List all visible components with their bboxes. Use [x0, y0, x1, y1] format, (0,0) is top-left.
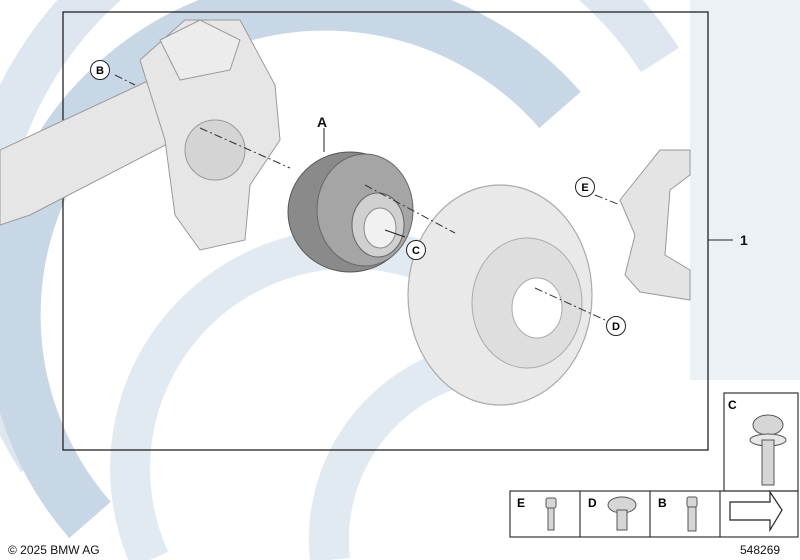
parts-legend: [509, 392, 799, 538]
legend-screw-e-icon: [545, 497, 557, 531]
legend-hub-bolt-icon: [749, 414, 787, 486]
legend-screw-b-icon: [686, 496, 698, 532]
callout-assembly-number: 1: [740, 232, 748, 248]
callout-hub: A: [317, 114, 328, 130]
callout-caliper-carrier: E: [575, 177, 595, 197]
callout-hub-bolt: C: [406, 240, 426, 260]
legend-arrow-icon: [729, 490, 783, 533]
legend-row-letter-b: B: [658, 496, 667, 510]
legend-screw-d-icon: [607, 496, 637, 531]
wheel-carrier-knuckle: [0, 19, 281, 251]
wheel-hub: [287, 151, 414, 273]
legend-row-letter-d: D: [588, 496, 597, 510]
copyright-text: © 2025 BMW AG: [8, 543, 100, 557]
brake-caliper-carrier: [619, 149, 691, 301]
legend-row-letter-e: E: [517, 496, 526, 510]
brake-disc: [407, 184, 593, 406]
diagram-frame: [62, 11, 709, 451]
assembly-axis-lines: [114, 74, 621, 321]
document-number: 548269: [740, 543, 781, 557]
leader-lines: [323, 128, 733, 241]
callout-knuckle: B: [90, 60, 110, 80]
watermark-block: [690, 0, 800, 380]
legend-large-box-letter: C: [728, 398, 737, 412]
callout-disc-screw: D: [606, 316, 626, 336]
